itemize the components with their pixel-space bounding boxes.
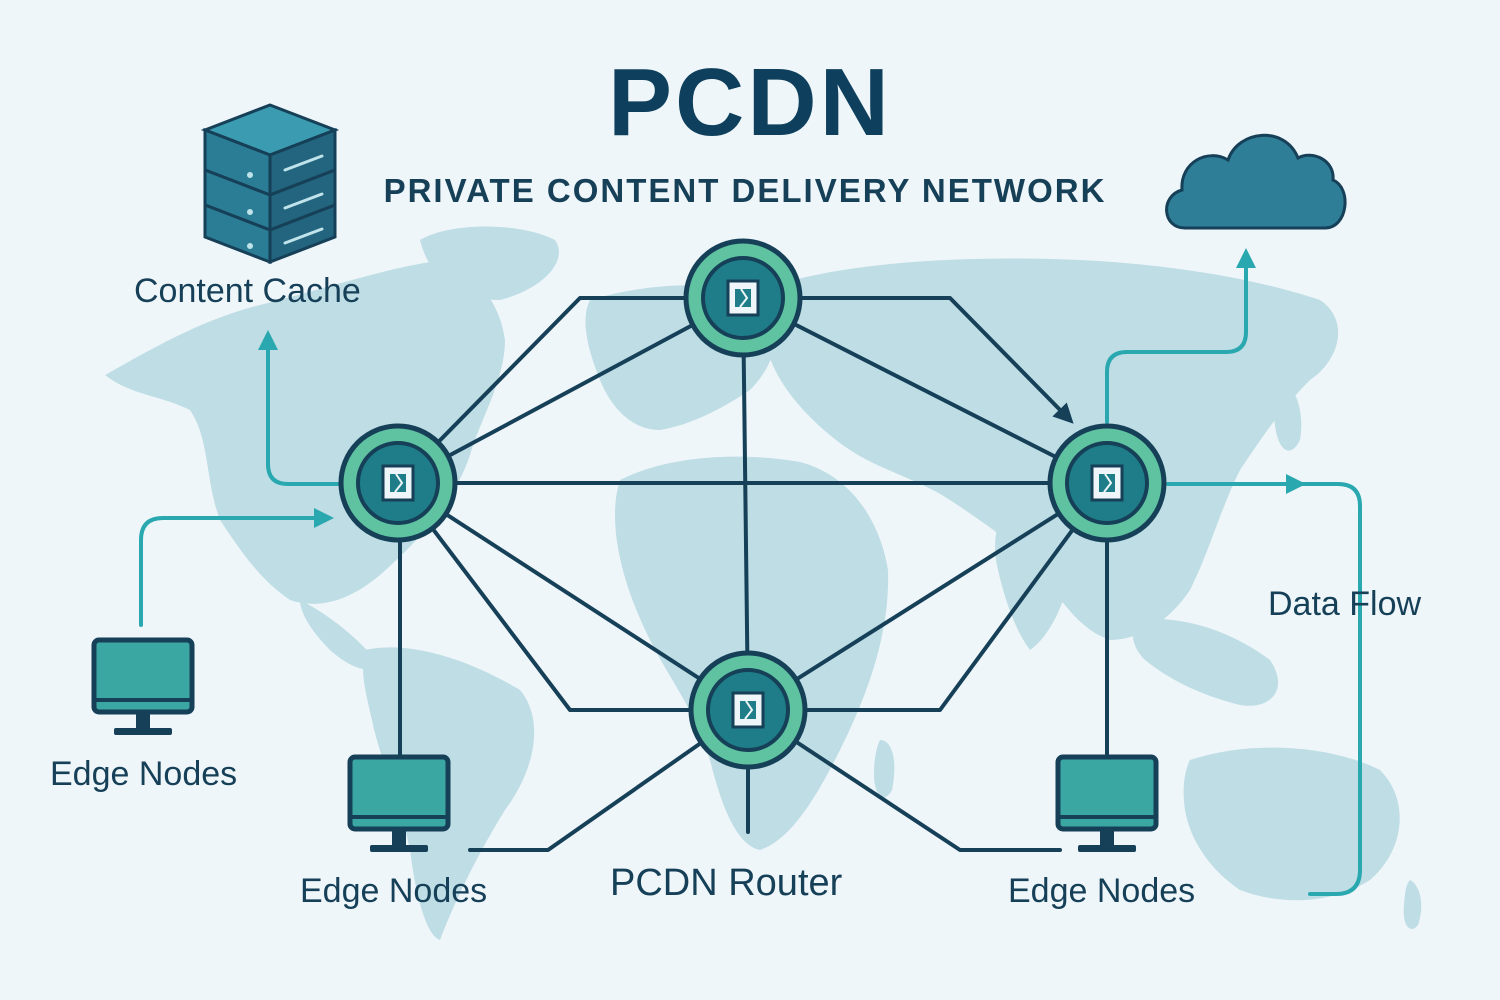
link-left-top bbox=[396, 296, 745, 485]
map-madagascar bbox=[874, 740, 895, 798]
monitor-icon-bottom-right bbox=[1055, 754, 1159, 852]
link-top-bottom bbox=[741, 296, 750, 712]
map-japan bbox=[1273, 380, 1302, 451]
map-southeast-asia bbox=[1133, 619, 1279, 706]
data-flow-label: Data Flow bbox=[1268, 585, 1422, 623]
link-right-bottom-outer bbox=[746, 481, 1109, 712]
page-subtitle: PRIVATE CONTENT DELIVERY NETWORK bbox=[383, 172, 1107, 209]
map-new-zealand bbox=[1403, 880, 1422, 929]
page-title: PCDN bbox=[607, 49, 892, 156]
monitor-icon-left bbox=[91, 637, 195, 735]
router-node-icon-top bbox=[683, 238, 803, 358]
link-bottom-right bbox=[746, 481, 1109, 712]
flow-data-flow-return bbox=[1298, 482, 1362, 896]
link-top-right-outer bbox=[741, 296, 1074, 424]
cloud-icon bbox=[1165, 133, 1347, 230]
link-left-bottom bbox=[396, 481, 750, 712]
router-node-icon-left bbox=[338, 423, 458, 543]
edge-nodes-left-label: Edge Nodes bbox=[50, 755, 238, 793]
map-central-america bbox=[300, 600, 380, 670]
flow-to-content-cache bbox=[258, 330, 342, 486]
edge-nodes-bottom-right-label: Edge Nodes bbox=[1008, 872, 1196, 910]
map-greenland bbox=[420, 226, 559, 300]
flow-to-cloud bbox=[1105, 248, 1256, 424]
link-bottom-to-right-edge bbox=[746, 708, 1062, 852]
router-node-icon-right bbox=[1047, 423, 1167, 543]
map-australia bbox=[1183, 747, 1400, 901]
pcdn-router-label: PCDN Router bbox=[610, 862, 843, 904]
router-node-icon-bottom bbox=[688, 650, 808, 770]
monitor-icon-bottom-left bbox=[347, 754, 451, 852]
link-bottom-to-left-edge bbox=[468, 708, 750, 852]
link-top-right bbox=[741, 296, 1109, 485]
flow-from-edge-nodes bbox=[139, 508, 334, 627]
data-flow-arrows bbox=[139, 248, 1362, 896]
content-cache-label: Content Cache bbox=[134, 272, 361, 310]
edge-nodes-bottom-left-label: Edge Nodes bbox=[300, 872, 488, 910]
server-icon bbox=[200, 103, 340, 265]
